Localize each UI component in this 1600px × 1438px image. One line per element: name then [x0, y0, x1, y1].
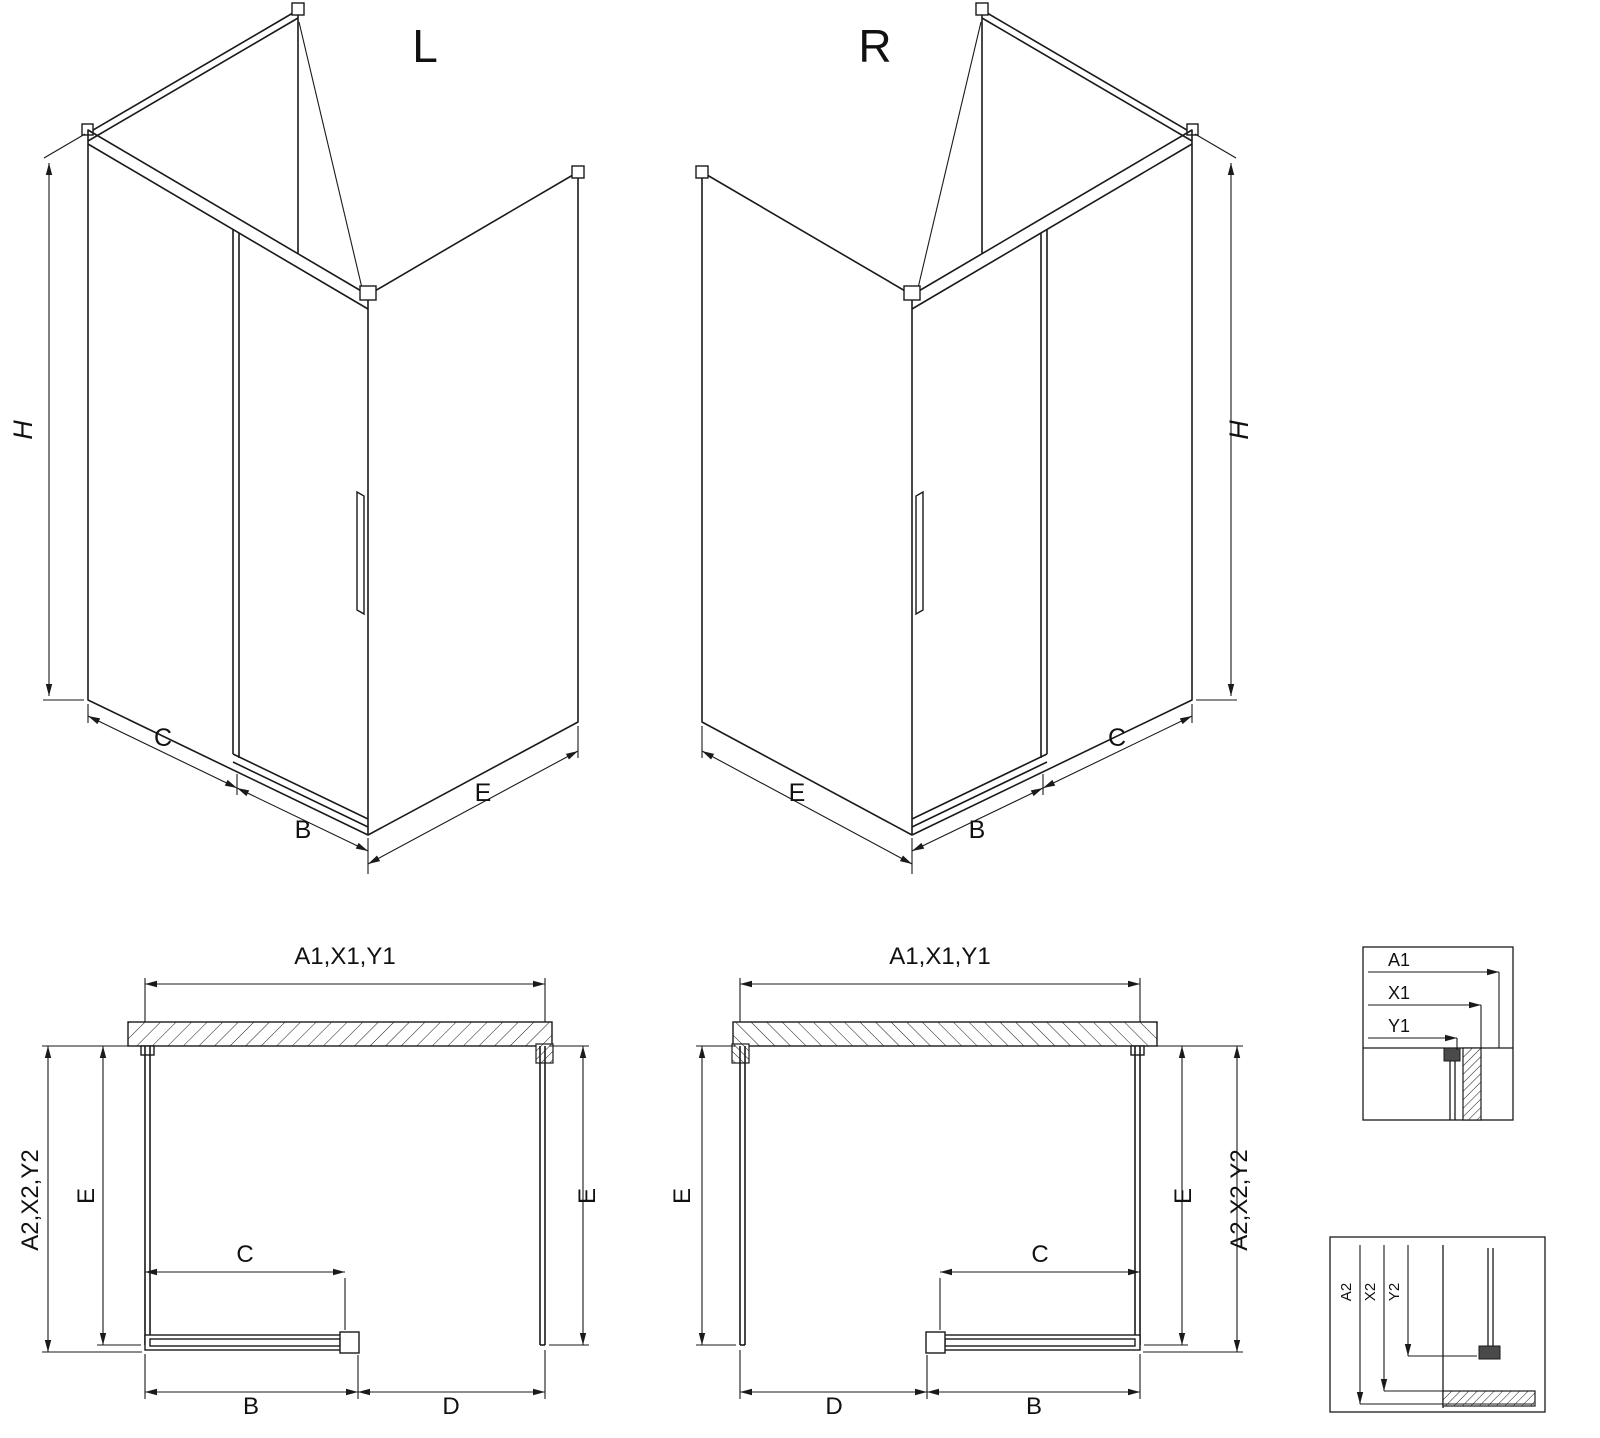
- plan-view-left: [42, 978, 589, 1399]
- detail-width-label-x1: X1: [1388, 983, 1410, 1003]
- dim-label-side-right: E: [789, 779, 806, 807]
- dim-label-side-left: E: [475, 779, 492, 807]
- dim-label-height-left: H: [8, 420, 38, 440]
- plan-right-entry-segment-label: D: [825, 1393, 842, 1420]
- detail-depth-label-y2: Y2: [1386, 1283, 1403, 1301]
- iso-view-right: [696, 3, 1237, 874]
- dim-label-door-right: B: [969, 816, 986, 844]
- plan-right-door-segment-label: B: [1026, 1393, 1042, 1420]
- plan-right-depth-side-label-b: E: [1170, 1188, 1197, 1204]
- plan-view-right: [696, 978, 1243, 1399]
- detail-depth-reference: [1329, 1236, 1546, 1413]
- dim-label-door-left: B: [295, 816, 312, 844]
- glass-profile-plan: [1478, 1345, 1501, 1360]
- plan-right-door-clear-label: C: [1031, 1241, 1048, 1268]
- variant-label-right: R: [858, 20, 891, 72]
- variant-label-left: L: [412, 20, 438, 72]
- plan-right-depth-side-label-a: E: [669, 1188, 696, 1204]
- dim-label-fixed-left: C: [154, 724, 172, 752]
- detail-depth-label-x2: X2: [1362, 1283, 1379, 1301]
- dim-label-height-right: H: [1224, 420, 1254, 440]
- detail-width-label-y1: Y1: [1388, 1016, 1410, 1036]
- plan-left-depth-outer-label: A2,X2,Y2: [17, 1149, 44, 1250]
- plan-right-depth-outer-label: A2,X2,Y2: [1226, 1149, 1253, 1250]
- plan-left-width-label: A1,X1,Y1: [294, 943, 395, 970]
- detail-depth-label-a2: A2: [1338, 1283, 1355, 1301]
- glass-profile-section: [1443, 1047, 1461, 1062]
- dim-label-fixed-right: C: [1108, 724, 1126, 752]
- plan-left-door-clear-label: C: [236, 1241, 253, 1268]
- detail-width-label-a1: A1: [1388, 950, 1410, 970]
- plan-left-entry-segment-label: D: [442, 1393, 459, 1420]
- detail-width-reference: [1362, 946, 1514, 1121]
- plan-left-depth-side-label-a: E: [73, 1188, 100, 1204]
- plan-left-depth-side-label-b: E: [574, 1188, 601, 1204]
- iso-view-left: [43, 3, 584, 874]
- plan-left-door-segment-label: B: [243, 1393, 259, 1420]
- plan-right-width-label: A1,X1,Y1: [889, 943, 990, 970]
